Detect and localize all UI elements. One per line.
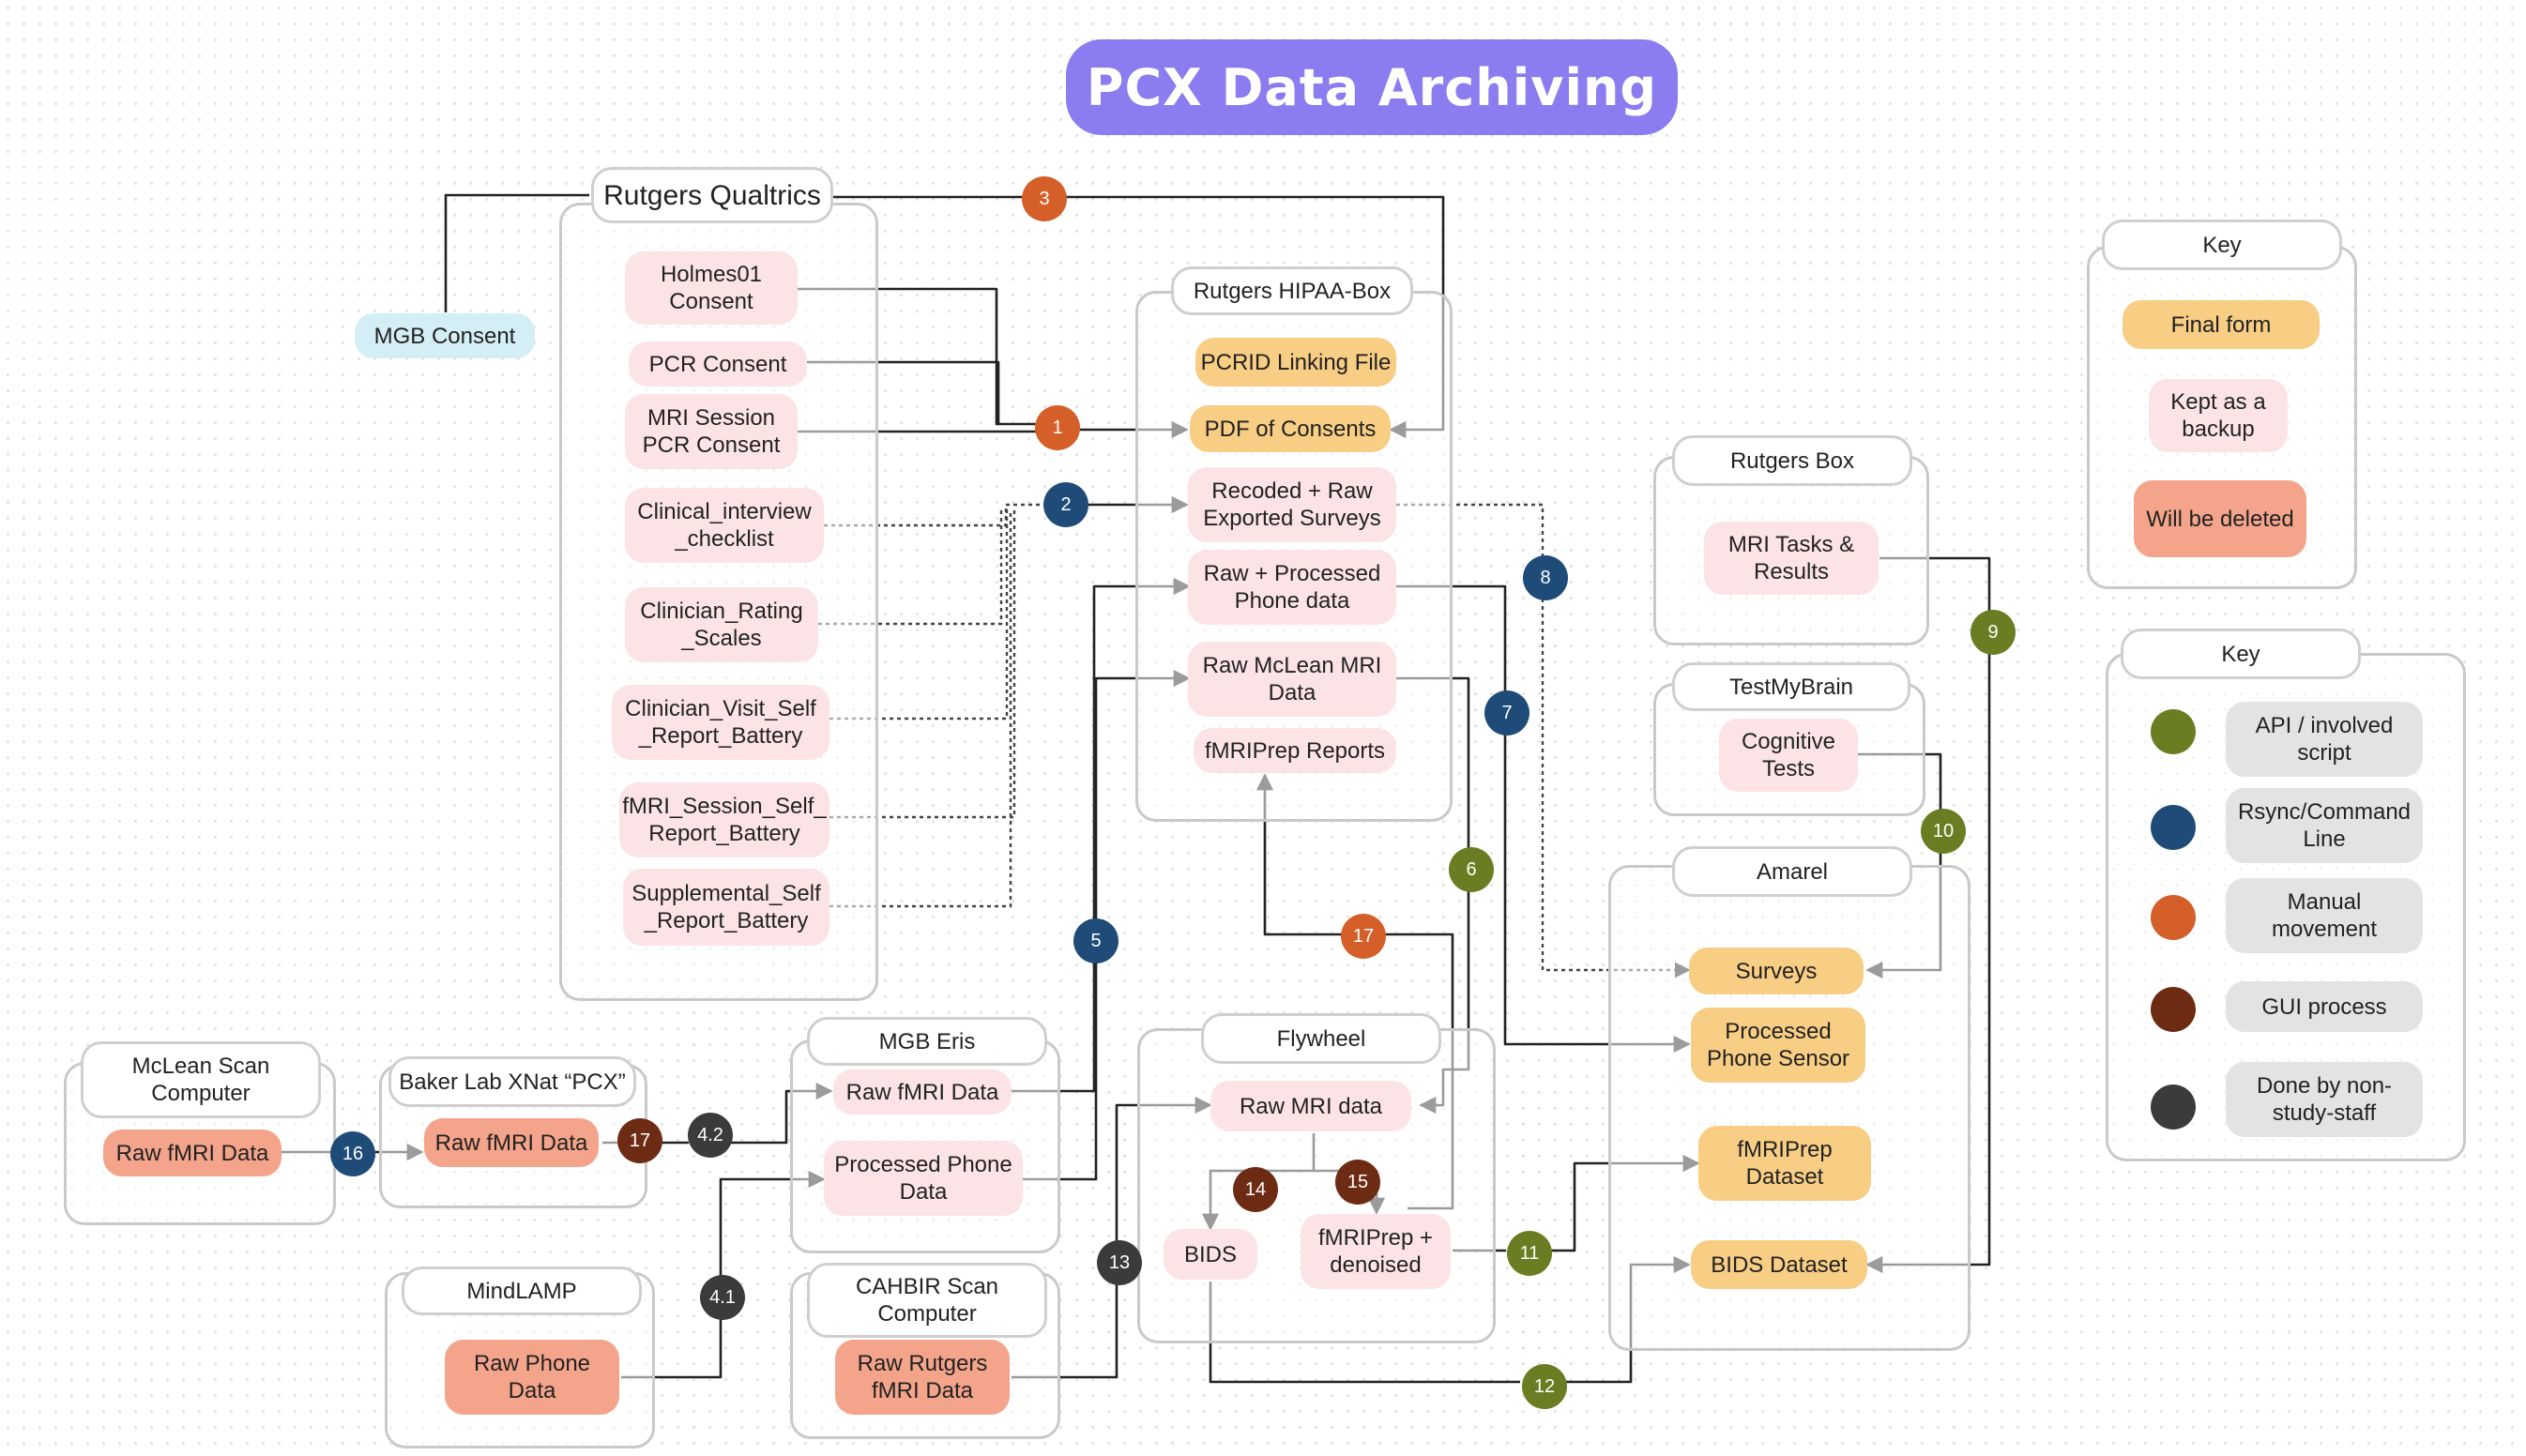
key-manual-movement: Manual movement	[2226, 878, 2423, 953]
key-will-be-deleted: Will be deleted	[2134, 480, 2306, 557]
amarel-label: Amarel	[1672, 846, 1912, 897]
pdf-consents-node: PDF of Consents	[1190, 405, 1391, 452]
mgb-eris-label: MGB Eris	[807, 1017, 1047, 1066]
fmriprep-dataset-node: fMRIPrep Dataset	[1698, 1126, 1871, 1201]
step-badge-9: 9	[1971, 610, 2016, 655]
flywheel-label: Flywheel	[1201, 1013, 1441, 1064]
processed-phone-sensor-node: Processed Phone Sensor	[1691, 1008, 1865, 1083]
step-badge-7: 7	[1484, 690, 1529, 736]
step-badge-4-2: 4.2	[688, 1113, 733, 1158]
supplemental-node: Supplemental_Self _Report_Battery	[623, 869, 829, 946]
step-badge-8: 8	[1523, 555, 1568, 600]
raw-processed-phone-node: Raw + Processed Phone data	[1188, 550, 1396, 625]
step-badge-1: 1	[1035, 405, 1080, 450]
step-badge-6: 6	[1449, 847, 1494, 892]
rutgers-box-label: Rutgers Box	[1672, 435, 1912, 486]
step-badge-10: 10	[1921, 809, 1966, 854]
holmes01-consent-node: Holmes01 Consent	[625, 251, 798, 325]
step-badge-17-baker: 17	[617, 1118, 662, 1163]
raw-rutgers-fmri-node: Raw Rutgers fMRI Data	[835, 1340, 1010, 1415]
bids-dataset-node: BIDS Dataset	[1691, 1240, 1867, 1289]
surveys-node: Surveys	[1689, 948, 1864, 994]
status-key-label: Key	[2102, 220, 2342, 270]
clinician-rating-node: Clinician_Rating _Scales	[625, 587, 818, 662]
key-rsync-command-line: Rsync/Command Line	[2226, 788, 2423, 863]
mri-tasks-node: MRI Tasks & Results	[1704, 522, 1879, 595]
key-api-script: API / involved script	[2226, 702, 2423, 777]
step-badge-4-1: 4.1	[700, 1275, 745, 1320]
bids-node: BIDS	[1164, 1229, 1257, 1280]
recoded-surveys-node: Recoded + Raw Exported Surveys	[1188, 467, 1396, 542]
key-kept-backup: Kept as a backup	[2149, 379, 2288, 452]
key-non-study-staff: Done by non- study-staff	[2226, 1062, 2423, 1137]
diagram-title: PCX Data Archiving	[1066, 39, 1678, 135]
flywheel-panel	[1137, 1028, 1496, 1343]
eris-raw-fmri-node: Raw fMRI Data	[833, 1069, 1012, 1115]
mgb-consent-node: MGB Consent	[355, 313, 535, 358]
key-api-dot	[2151, 709, 2196, 754]
fmri-session-node: fMRI_Session_Self_ Report_Battery	[619, 782, 829, 857]
key-gui-dot	[2151, 987, 2196, 1032]
clinical-interview-node: Clinical_interview _checklist	[625, 488, 824, 563]
key-gui-process: GUI process	[2226, 981, 2423, 1032]
mri-session-pcr-consent-node: MRI Session PCR Consent	[625, 394, 798, 469]
key-rsync-dot	[2151, 805, 2196, 850]
step-badge-16: 16	[330, 1131, 375, 1176]
flywheel-raw-mri-node: Raw MRI data	[1210, 1081, 1411, 1131]
key-manual-dot	[2151, 895, 2196, 940]
baker-raw-fmri-node: Raw fMRI Data	[424, 1118, 599, 1167]
key-nonstaff-dot	[2151, 1084, 2196, 1130]
key-final-form: Final form	[2123, 300, 2320, 349]
cognitive-tests-node: Cognitive Tests	[1719, 719, 1858, 792]
step-badge-3: 3	[1022, 176, 1067, 221]
mindlamp-label: MindLAMP	[402, 1266, 642, 1315]
pcrid-linking-node: PCRID Linking File	[1195, 338, 1396, 387]
baker-xnat-label: Baker Lab XNat “PCX”	[388, 1056, 636, 1107]
eris-processed-phone-node: Processed Phone Data	[824, 1141, 1023, 1216]
raw-phone-data-node: Raw Phone Data	[445, 1340, 619, 1415]
step-badge-11: 11	[1507, 1231, 1552, 1276]
fmriprep-reports-node: fMRIPrep Reports	[1194, 728, 1396, 773]
step-badge-2: 2	[1043, 482, 1088, 527]
raw-mclean-mri-node: Raw McLean MRI Data	[1188, 642, 1396, 717]
step-badge-15: 15	[1335, 1160, 1380, 1205]
step-badge-13: 13	[1097, 1240, 1142, 1285]
cahbir-scan-label: CAHBIR Scan Computer	[807, 1263, 1047, 1338]
testmybrain-label: TestMyBrain	[1672, 662, 1910, 711]
mclean-scan-label: McLean Scan Computer	[81, 1041, 321, 1118]
hipaa-box-label: Rutgers HIPAA-Box	[1171, 266, 1413, 315]
qualtrics-label: Rutgers Qualtrics	[591, 167, 833, 223]
method-key-label: Key	[2121, 629, 2361, 679]
clinician-visit-node: Clinician_Visit_Self _Report_Battery	[612, 685, 829, 760]
mclean-raw-fmri-node: Raw fMRI Data	[103, 1130, 282, 1176]
step-badge-14: 14	[1233, 1167, 1278, 1212]
step-badge-17-flywheel: 17	[1341, 914, 1386, 959]
pcr-consent-node: PCR Consent	[629, 341, 807, 387]
amarel-panel	[1608, 865, 1971, 1351]
step-badge-5: 5	[1073, 918, 1118, 963]
step-badge-12: 12	[1522, 1364, 1567, 1409]
fmriprep-denoised-node: fMRIPrep + denoised	[1301, 1214, 1451, 1289]
